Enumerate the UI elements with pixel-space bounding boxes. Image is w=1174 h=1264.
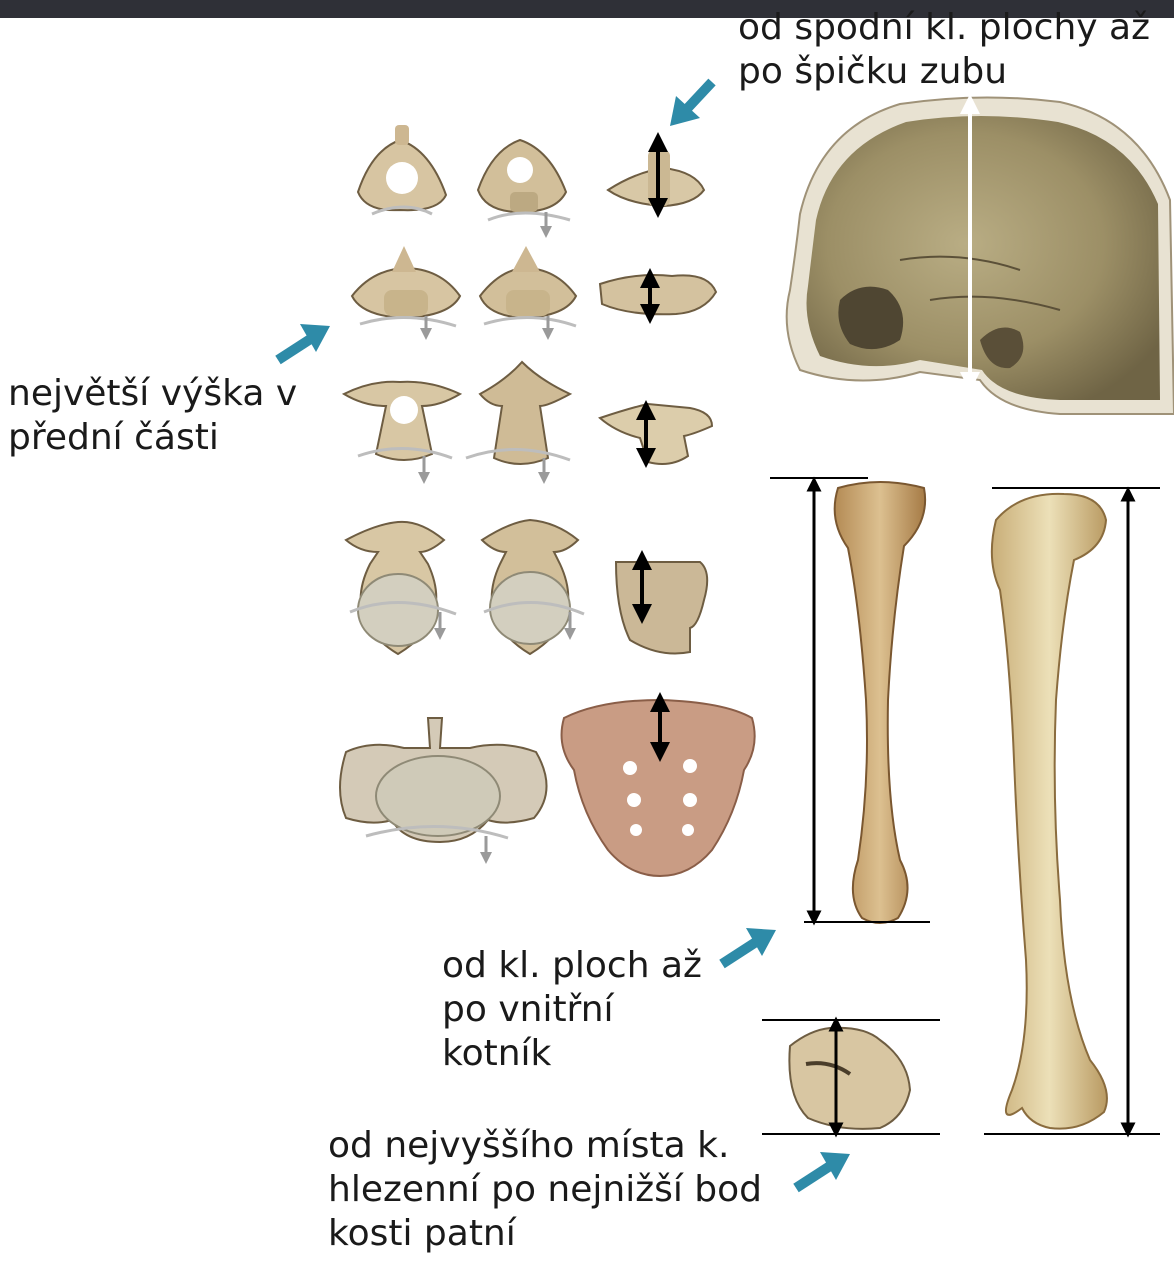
vertebra-cervical-top [352,246,460,334]
skull-illustration [787,97,1174,414]
pointer-arrow-skull [670,82,712,126]
vertebra-l5-top [340,718,547,858]
sacrum [562,700,755,876]
vertebra-thoracic-top-2 [466,362,570,478]
tibia-illustration [770,478,930,923]
vertebra-cervical-top-2 [480,246,576,334]
vertebra-thoracic-top [344,382,460,478]
pointer-arrow-talus [796,1152,850,1188]
vertebra-cervical-lateral [600,275,716,314]
vertebra-axis-top [478,140,570,232]
label-vertebra-height: největší výška v přední části [8,372,308,460]
vertebra-atlas-top [358,125,446,214]
label-skull-height: od spodní kl. plochy až po špičku zubu [738,6,1168,94]
vertebra-lumbar-lateral [616,560,707,654]
talus-illustration [762,1020,940,1134]
vertebra-lumbar-top [346,522,456,654]
pointer-arrow-vertebra [278,324,330,360]
vertebra-lumbar-top-2 [482,520,584,654]
label-tibia-length: od kl. ploch až po vnitřní kotník [442,944,742,1076]
vertebrae-group [340,125,755,876]
label-talus-height: od nejvyššího místa k. hlezenní po nejni… [328,1124,788,1256]
vertebra-axis-lateral [608,142,704,208]
femur-illustration [984,488,1160,1134]
vertebra-thoracic-lateral [600,404,712,464]
